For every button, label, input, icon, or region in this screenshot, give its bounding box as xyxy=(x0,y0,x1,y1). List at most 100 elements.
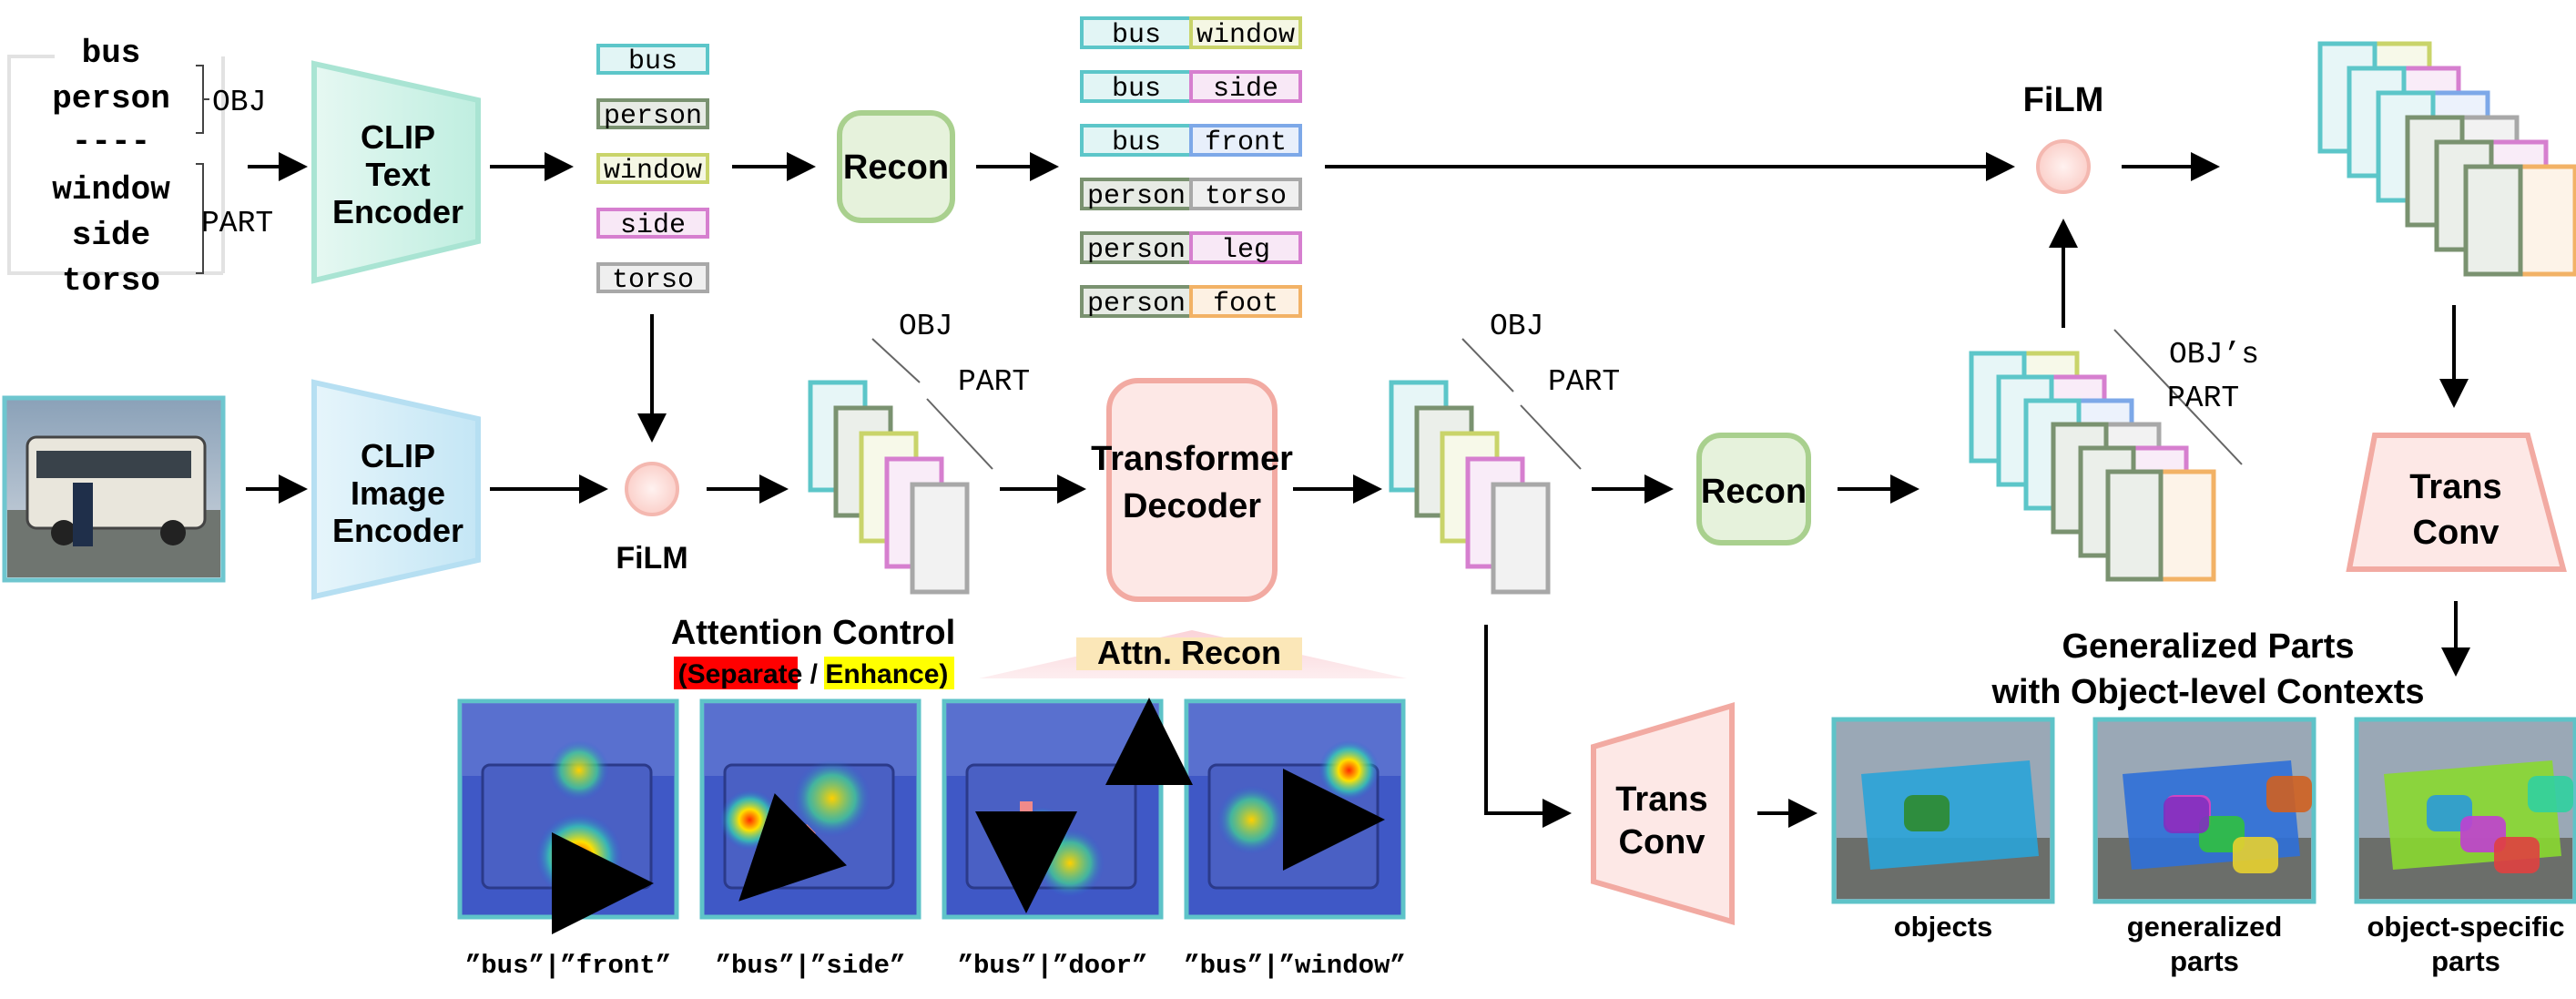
svg-text:Recon: Recon xyxy=(1701,473,1807,511)
text-input-box: bus person ---- window side torso OBJ PA… xyxy=(7,35,273,300)
recon-feature: Recon xyxy=(1696,433,1811,545)
stack-part-label: PART xyxy=(958,365,1030,399)
token-label: window xyxy=(604,156,702,187)
svg-text:Image: Image xyxy=(351,474,445,512)
stack-part-label: PART xyxy=(1548,365,1620,399)
input-separator: ---- xyxy=(72,123,150,160)
feature-map xyxy=(910,482,970,595)
heatmap-caption: ”bus”|”side” xyxy=(716,951,906,981)
heatmap-panel: ”bus”|”door” xyxy=(942,698,1164,981)
svg-text:Recon: Recon xyxy=(843,148,949,187)
input-obj-label: OBJ xyxy=(212,86,266,119)
output-panel: objects xyxy=(1831,717,2055,943)
token-label: side xyxy=(620,210,686,241)
feature-map xyxy=(1491,482,1551,595)
context-feature-stack xyxy=(2317,41,2576,277)
svg-text:Attn. Recon: Attn. Recon xyxy=(1097,634,1281,671)
stack-obj-label: OBJ xyxy=(899,310,952,343)
svg-text:FiLM: FiLM xyxy=(616,541,687,576)
svg-text:Generalized Parts: Generalized Parts xyxy=(2062,627,2354,666)
feature-map-part xyxy=(2518,164,2576,277)
pair-obj-label: person xyxy=(1087,235,1186,266)
pair-obj-box xyxy=(1080,285,1193,318)
svg-text:(Separate / Enhance): (Separate / Enhance) xyxy=(678,659,949,689)
pair-part-box xyxy=(1189,178,1302,210)
input-image xyxy=(2,395,226,583)
svg-text:with Object-level Contexts: with Object-level Contexts xyxy=(1991,673,2424,711)
input-part-label: PART xyxy=(201,207,273,240)
svg-text:Encoder: Encoder xyxy=(332,512,463,549)
heatmap-panel: ”bus”|”side” xyxy=(699,698,921,981)
svg-text:Conv: Conv xyxy=(2413,514,2500,552)
attention-control-heading: Attention Control (Separate / Enhance) xyxy=(671,614,955,689)
stack-objs-label: OBJ’s xyxy=(2169,338,2259,372)
part-bracket xyxy=(196,163,204,274)
heatmap-caption: ”bus”|”front” xyxy=(465,951,671,981)
output-label: parts xyxy=(2170,945,2239,977)
token-box xyxy=(596,44,709,75)
trans-conv-top: Trans Conv xyxy=(2346,433,2567,572)
pair-part-label: front xyxy=(1205,127,1287,158)
heatmap-caption: ”bus”|”window” xyxy=(1184,951,1406,981)
input-word-torso: torso xyxy=(62,262,160,300)
svg-text:CLIP: CLIP xyxy=(361,118,435,156)
recon-text: Recon xyxy=(837,110,955,223)
pair-part-label: torso xyxy=(1205,181,1287,212)
pair-obj-label: bus xyxy=(1112,127,1161,158)
token-list: bus person window side torso xyxy=(596,44,709,296)
input-word-side: side xyxy=(72,217,150,254)
svg-text:Transformer: Transformer xyxy=(1091,440,1293,478)
heatmap-panel: ”bus”|”front” xyxy=(457,698,679,981)
svg-text:Encoder: Encoder xyxy=(332,193,463,230)
svg-text:Conv: Conv xyxy=(1619,823,1705,861)
input-word-bus: bus xyxy=(82,35,141,72)
stack-objs-part-label: PART xyxy=(2167,382,2239,415)
clip-image-encoder: CLIP Image Encoder xyxy=(311,379,481,600)
input-word-person: person xyxy=(52,80,170,117)
outputs-heading: Generalized Parts with Object-level Cont… xyxy=(1991,627,2424,711)
pair-obj-label: person xyxy=(1087,181,1186,212)
svg-text:Attention Control: Attention Control xyxy=(671,614,955,652)
attention-heatmaps: ”bus”|”front” ”bus”|”side” ”bus”|”door” ”bu… xyxy=(457,698,1406,981)
pair-obj-box xyxy=(1080,178,1193,210)
pair-part-box xyxy=(1189,231,1302,264)
token-label: torso xyxy=(612,265,694,296)
pair-part-box xyxy=(1189,124,1302,157)
pair-part-box xyxy=(1189,16,1302,49)
transformer-decoder: Transformer Decoder xyxy=(1091,378,1293,602)
svg-text:CLIP: CLIP xyxy=(361,437,435,474)
token-box xyxy=(596,262,709,293)
token-label: person xyxy=(604,101,702,132)
pair-part-label: leg xyxy=(1221,235,1270,266)
svg-text:Text: Text xyxy=(365,156,430,193)
film-top: FiLM xyxy=(2023,81,2103,194)
attn-recon: Attn. Recon xyxy=(979,630,1407,678)
token-box xyxy=(596,208,709,239)
token-label: bus xyxy=(628,46,677,77)
input-word-window: window xyxy=(52,171,170,209)
heatmap-panel: ”bus”|”window” xyxy=(1184,698,1406,981)
clip-text-encoder: CLIP Text Encoder xyxy=(311,60,481,284)
pair-part-label: side xyxy=(1213,74,1278,105)
film-bottom: FiLM xyxy=(616,462,688,576)
feature-map-part xyxy=(2158,469,2216,582)
svg-text:Trans: Trans xyxy=(1615,780,1707,819)
heatmap-caption: ”bus”|”door” xyxy=(958,951,1148,981)
pair-obj-label: bus xyxy=(1112,20,1161,51)
pair-part-label: foot xyxy=(1213,289,1278,320)
stack-obj-label: OBJ xyxy=(1490,310,1543,343)
pair-obj-label: person xyxy=(1087,289,1186,320)
pair-part-box xyxy=(1189,285,1302,318)
svg-text:Decoder: Decoder xyxy=(1123,487,1261,525)
pair-obj-label: bus xyxy=(1112,74,1161,105)
svg-text:Trans: Trans xyxy=(2409,468,2501,506)
obj-bracket xyxy=(196,65,209,134)
trans-conv-bottom: Trans Conv xyxy=(1591,701,1735,925)
output-label: objects xyxy=(1894,911,1993,943)
